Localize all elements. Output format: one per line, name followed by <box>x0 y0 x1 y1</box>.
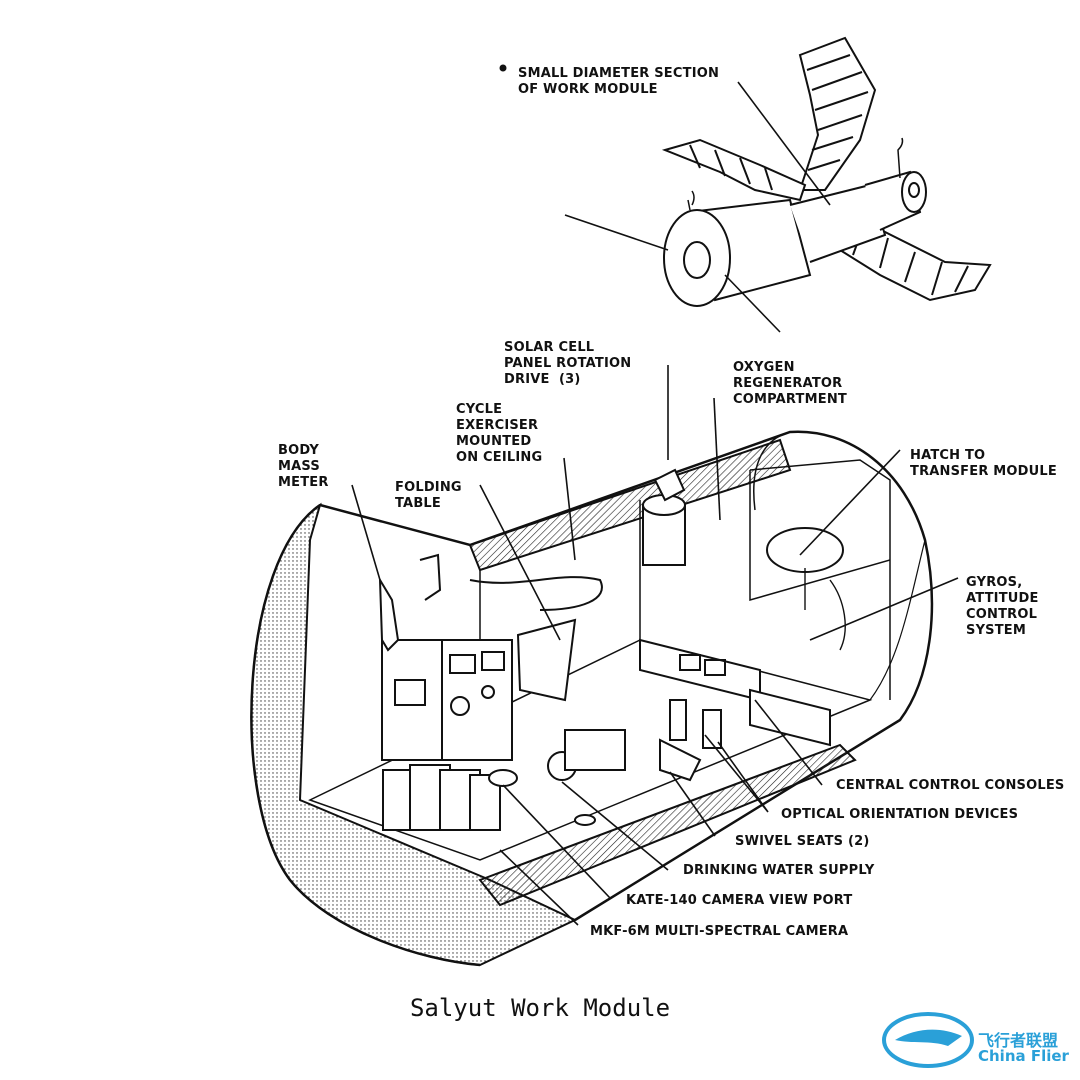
label-mkf-6m-camera: MKF-6M MULTI-SPECTRAL CAMERA <box>590 924 849 939</box>
figure-caption: Salyut Work Module <box>409 994 671 1022</box>
label-body-mass-meter: BODY MASS METER <box>278 443 329 490</box>
solar-panel-left <box>661 138 807 202</box>
watermark-text-cn: 飞行者联盟 <box>978 1031 1059 1050</box>
label-small-diameter-section: SMALL DIAMETER SECTION OF WORK MODULE <box>518 66 720 97</box>
label-solar-cell-drive: SOLAR CELL PANEL ROTATION DRIVE (3) <box>504 340 632 387</box>
label-optical-orientation-devices: OPTICAL ORIENTATION DEVICES <box>781 807 1019 822</box>
folding-table <box>516 618 577 702</box>
solar-panel-top <box>798 36 877 191</box>
label-hatch-to-transfer-module: HATCH TO TRANSFER MODULE <box>910 448 1057 479</box>
label-cycle-exerciser: CYCLE EXERCISER MOUNTED ON CEILING <box>456 402 543 465</box>
label-oxygen-regenerator: OXYGEN REGENERATOR COMPARTMENT <box>733 360 847 407</box>
label-central-control-consoles: CENTRAL CONTROL CONSOLES <box>836 778 1065 793</box>
label-kate-140-camera-view-port: KATE-140 CAMERA VIEW PORT <box>626 893 853 908</box>
label-folding-table: FOLDING TABLE <box>395 480 462 511</box>
label-drinking-water-supply: DRINKING WATER SUPPLY <box>683 863 875 878</box>
label-gyros: GYROS, ATTITUDE CONTROL SYSTEM <box>966 575 1039 638</box>
module-cutaway <box>250 365 959 967</box>
watermark-logo <box>882 1012 974 1068</box>
leader-lines <box>351 365 959 926</box>
spacecraft-overview <box>499 36 992 333</box>
label-swivel-seats: SWIVEL SEATS (2) <box>735 834 870 849</box>
watermark-text-en: China Flier <box>978 1047 1069 1065</box>
